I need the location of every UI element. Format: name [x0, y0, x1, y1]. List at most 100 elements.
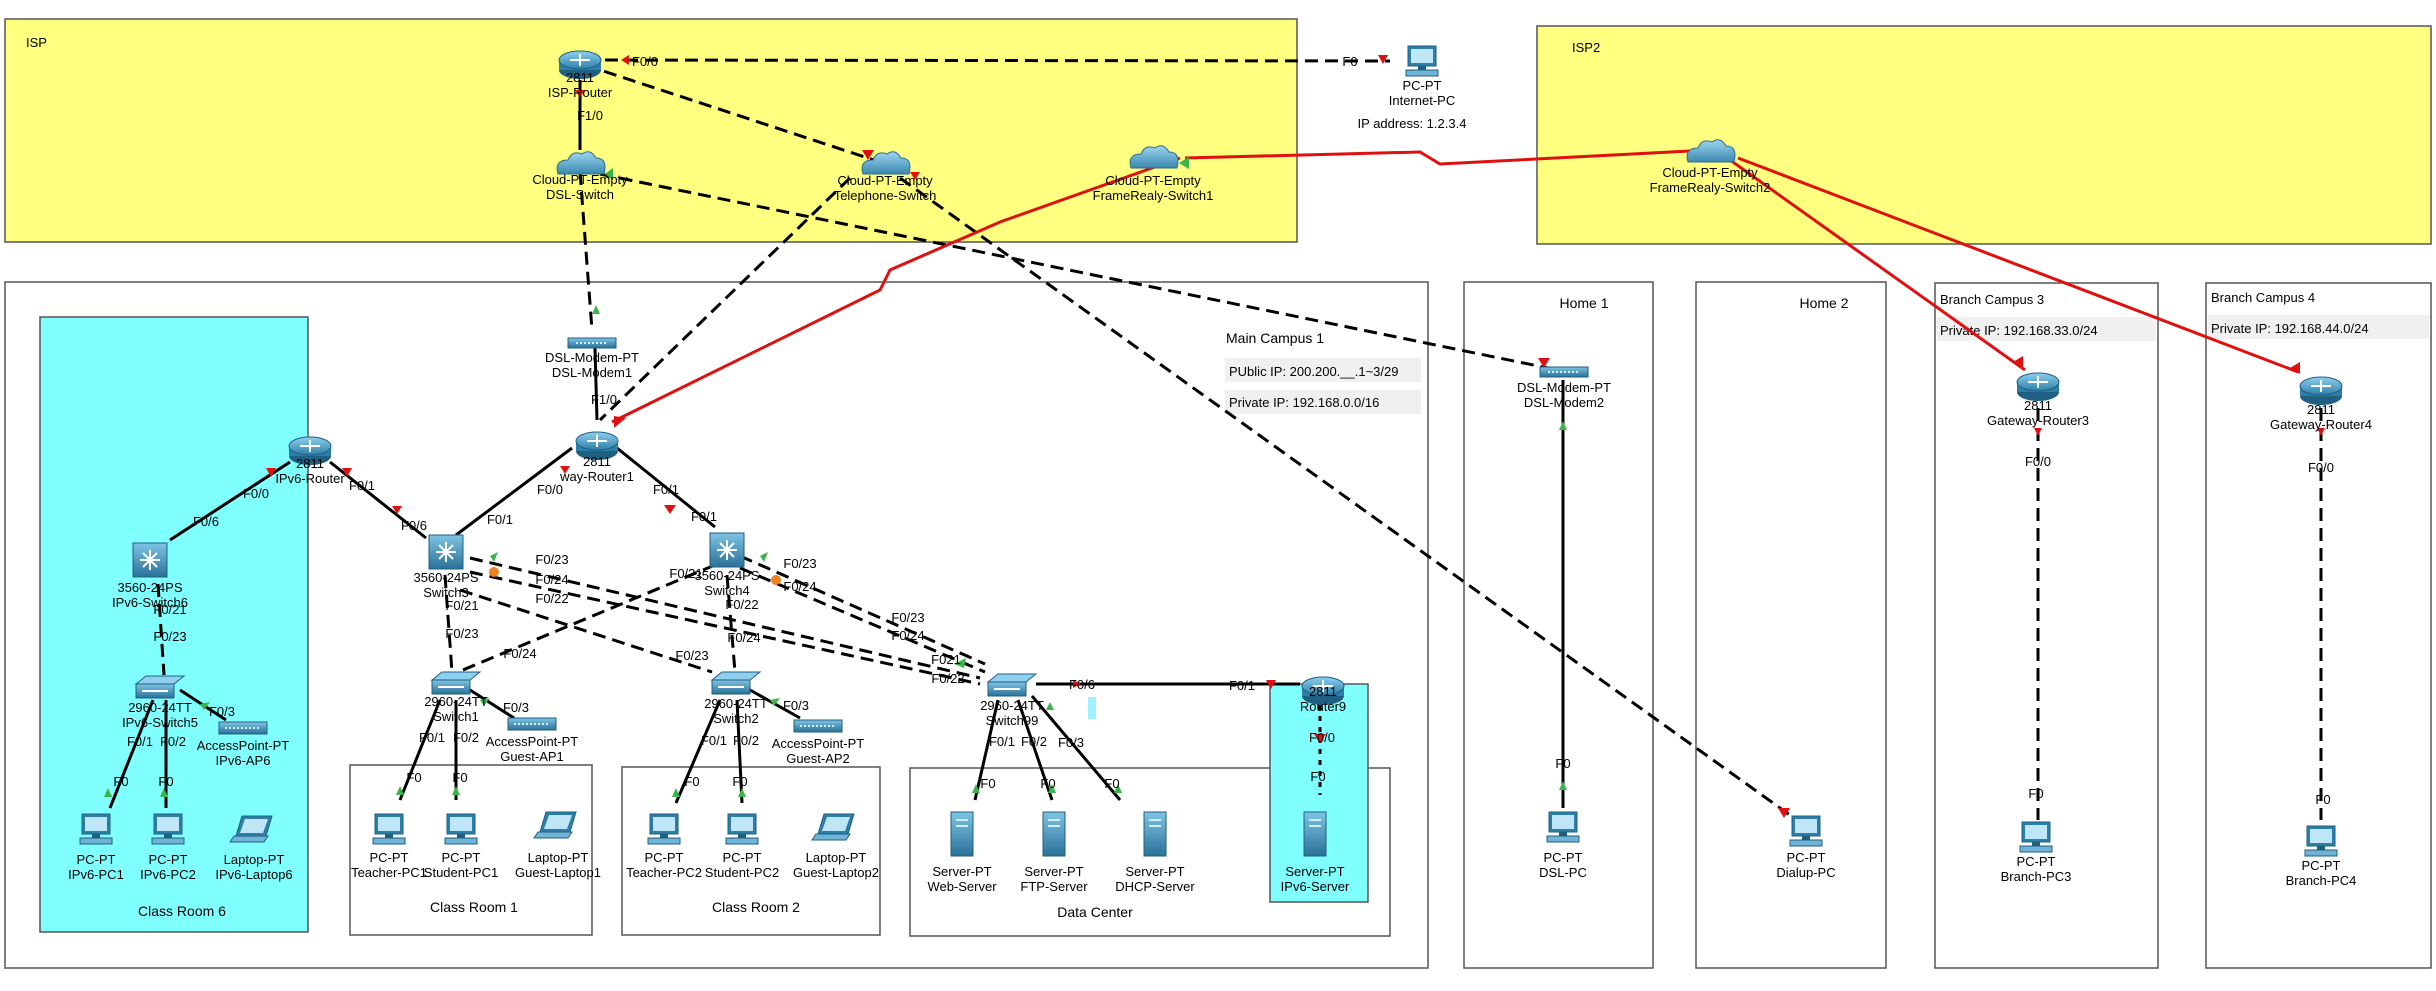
link-sw4-sw99b[interactable]	[739, 566, 986, 674]
device-name: Internet-PC	[1389, 93, 1455, 108]
link-fr1-gw1[interactable]	[611, 156, 1181, 424]
link-sw2-spc2[interactable]	[735, 699, 744, 804]
ap-icon	[507, 717, 557, 731]
cloud-icon	[556, 151, 606, 175]
device-name: Switch3	[423, 585, 469, 600]
port-label: F0	[406, 770, 421, 785]
device-model: 2811	[583, 454, 611, 469]
link-sw6-sw5[interactable]	[156, 583, 166, 676]
device-name: Student-PC2	[705, 865, 779, 880]
link-isp-telephone[interactable]	[584, 63, 881, 164]
device-name: IPv6-PC1	[68, 867, 124, 882]
port-label: F0/1	[1229, 678, 1255, 693]
device-name: Switch2	[713, 711, 759, 726]
port-label: F021	[931, 652, 961, 667]
link-fr2-gw4[interactable]	[1737, 156, 2299, 374]
device-name: FrameRealy-Switch2	[1650, 180, 1771, 195]
link-isp-internetpc[interactable]	[584, 58, 1391, 63]
device-name: Teacher-PC1	[351, 865, 427, 880]
link-sw1-tpc1[interactable]	[398, 699, 442, 801]
device-name: DHCP-Server	[1115, 879, 1195, 894]
link-sw2-tpc2[interactable]	[674, 699, 722, 804]
port-label: F0/23	[445, 626, 478, 641]
link-sw99-dhcp[interactable]	[1030, 695, 1122, 801]
link-sw3-sw2[interactable]	[459, 588, 713, 674]
router-icon	[1301, 676, 1345, 705]
link-gw1-sw3[interactable]	[455, 446, 573, 537]
link-sw99-web[interactable]	[973, 699, 1000, 801]
data-center-label: Data Center	[1057, 904, 1133, 920]
main-campus-public-ip: PUblic IP: 200.200.__.1~3/29	[1229, 364, 1398, 379]
link-sw4-sw2[interactable]	[725, 574, 737, 673]
port-label: F0/24	[783, 579, 816, 594]
device-model: 2960-24TT	[980, 698, 1044, 713]
device-model: Cloud-PT-Empty	[1105, 173, 1201, 188]
link-fr2-gw3[interactable]	[1729, 158, 2026, 372]
link-telephone-gw1[interactable]	[598, 176, 852, 422]
link-sw99-ftp[interactable]	[1016, 699, 1054, 801]
device-name: ISP-Router	[548, 85, 613, 100]
link-sw1-ap1[interactable]	[469, 688, 515, 720]
selection-marker	[1088, 697, 1096, 719]
link-modem1-gw1[interactable]	[593, 347, 599, 421]
link-sw5-pc1[interactable]	[108, 699, 155, 809]
device-model: PC-PT	[77, 852, 116, 867]
port-label: F0/1	[487, 512, 513, 527]
device-model: DSL-Modem-PT	[1517, 380, 1611, 395]
link-dslswitch-modem1[interactable]	[578, 171, 594, 331]
port-label: F0	[980, 776, 995, 791]
link-sw3-sw99a[interactable]	[469, 556, 981, 680]
link-sw3-sw1[interactable]	[443, 574, 454, 673]
port-label: F0/22	[931, 671, 964, 686]
link-fr1-fr2[interactable]	[1184, 148, 1711, 166]
device-model: 3560-24PS	[117, 580, 182, 595]
link-sw4-sw99a[interactable]	[739, 554, 986, 666]
link-gw1-sw4[interactable]	[616, 446, 716, 529]
link-dslswitch-modem2[interactable]	[599, 172, 1549, 370]
link-sw3-sw99b[interactable]	[469, 570, 981, 686]
link-telephone-dialup[interactable]	[899, 176, 1795, 820]
device-name: Switch1	[433, 709, 479, 724]
link-sw4-sw1[interactable]	[457, 563, 716, 674]
